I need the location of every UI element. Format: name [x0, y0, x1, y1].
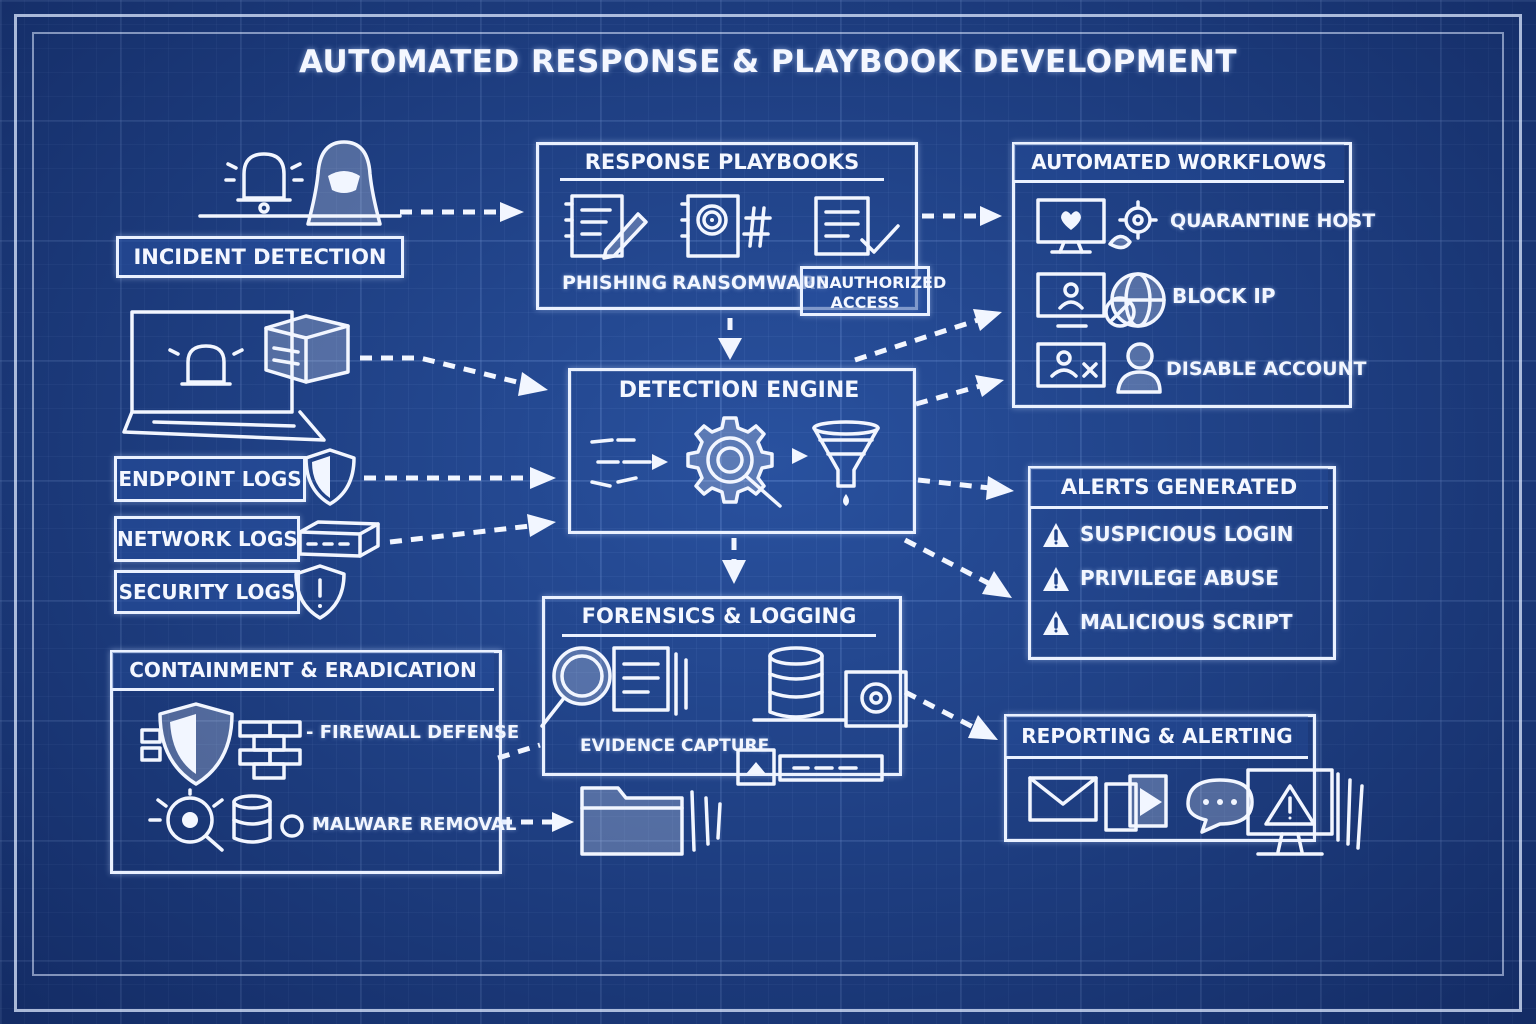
detection-engine-title: DETECTION ENGINE	[618, 378, 860, 403]
arrow-playbooks-to-workflows	[922, 206, 1002, 226]
incident-detection-label: INCIDENT DETECTION	[116, 236, 404, 278]
automated-workflows-panel	[1012, 142, 1352, 408]
access-checklist-icon	[808, 190, 900, 262]
arrow-endpoint-to-engine	[364, 467, 556, 489]
shield-icon	[302, 446, 358, 508]
phishing-label: PHISHING	[562, 272, 668, 294]
ransomware-notebook-icon	[680, 190, 772, 262]
response-playbooks-title: RESPONSE PLAYBOOKS	[560, 146, 884, 181]
evidence-magnifier-icon	[540, 640, 704, 732]
alerts-generated-panel	[1028, 466, 1336, 660]
network-logs-label: NETWORK LOGS	[114, 516, 300, 562]
unauthorized-label-line2: ACCESS	[830, 293, 900, 312]
security-logs-label: SECURITY LOGS	[114, 570, 300, 614]
malware-scan-icon	[148, 788, 308, 858]
network-switch-icon	[294, 516, 384, 562]
workflow-item-disable-account: DISABLE ACCOUNT	[1166, 358, 1367, 380]
database-gear-icon	[752, 646, 912, 730]
workflow-item-block-ip: BLOCK IP	[1172, 284, 1276, 308]
arrow-engine-to-alerts-lower	[903, 537, 1012, 598]
arrow-containment-to-forensics	[497, 742, 541, 761]
reporting-alerting-title: REPORTING & ALERTING	[1006, 716, 1308, 759]
chat-bubble-icon	[1182, 774, 1256, 836]
warning-triangle-icon	[1042, 610, 1070, 636]
forensics-logging-title: FORENSICS & LOGGING	[562, 598, 876, 637]
diagram-title: AUTOMATED RESPONSE & PLAYBOOK DEVELOPMEN…	[298, 44, 1237, 80]
unauthorized-access-label: UNAUTHORIZED ACCESS	[800, 266, 947, 316]
arrow-network-to-engine	[389, 514, 556, 545]
warning-shield-icon	[292, 562, 348, 622]
gear-magnifier-icon	[676, 412, 788, 512]
block-ip-globe-icon	[1034, 268, 1168, 334]
arrow-engine-to-alerts	[917, 476, 1014, 500]
alert-monitor-icon	[1228, 764, 1370, 862]
forensics-logging-panel	[542, 596, 902, 776]
endpoint-logs-label: ENDPOINT LOGS	[114, 456, 306, 502]
arrow-engine-to-forensics	[722, 538, 746, 584]
ransomware-label: RANSOMWARE	[672, 272, 829, 294]
containment-eradication-title: CONTAINMENT & ERADICATION	[112, 652, 494, 691]
evidence-capture-label: EVIDENCE CAPTURE	[580, 736, 770, 756]
arrow-engine-to-workflows-top	[854, 309, 1002, 363]
warning-triangle-icon	[1042, 566, 1070, 592]
firewall-defense-label: - FIREWALL DEFENSE	[306, 722, 520, 743]
evidence-drive-icon	[736, 744, 888, 788]
filter-funnel-icon	[790, 418, 882, 510]
arrow-forensics-to-reporting	[903, 689, 998, 740]
alert-item-malicious-script: MALICIOUS SCRIPT	[1080, 610, 1293, 634]
disable-account-icon	[1034, 340, 1162, 396]
quarantine-monitor-icon	[1034, 196, 1158, 254]
email-icon	[1026, 774, 1100, 824]
alerts-generated-title: ALERTS GENERATED	[1030, 468, 1328, 509]
media-report-icon	[1102, 770, 1182, 836]
reporting-alerting-panel	[1004, 714, 1316, 842]
warning-triangle-icon	[1042, 522, 1070, 548]
malware-removal-label: MALWARE REMOVAL	[312, 814, 517, 835]
automated-workflows-title: AUTOMATED WORKFLOWS	[1014, 144, 1344, 183]
firewall-shield-icon	[140, 700, 304, 788]
phishing-notebook-icon	[564, 190, 648, 262]
server-cube-icon	[260, 308, 352, 386]
folder-stack-icon	[576, 778, 724, 858]
alarm-bell-icon	[222, 144, 306, 216]
hooded-hacker-icon	[296, 136, 392, 228]
arrow-incident-to-playbooks	[400, 202, 524, 222]
arrow-engine-to-workflows	[915, 375, 1004, 407]
arrow-laptop-to-engine	[360, 355, 548, 396]
containment-eradication-panel	[110, 650, 502, 874]
data-stream-icon	[588, 432, 672, 496]
alert-item-suspicious-login: SUSPICIOUS LOGIN	[1080, 522, 1294, 546]
response-playbooks-panel	[536, 142, 918, 310]
arrow-malware-to-folder	[500, 812, 574, 832]
alert-item-privilege-abuse: PRIVILEGE ABUSE	[1080, 566, 1279, 590]
arrow-playbooks-to-engine	[718, 318, 742, 360]
underline-bar	[198, 212, 402, 220]
detection-engine-panel	[568, 368, 916, 534]
unauthorized-label-line1: UNAUTHORIZED	[803, 273, 947, 292]
workflow-item-quarantine-host: QUARANTINE HOST	[1170, 210, 1376, 232]
